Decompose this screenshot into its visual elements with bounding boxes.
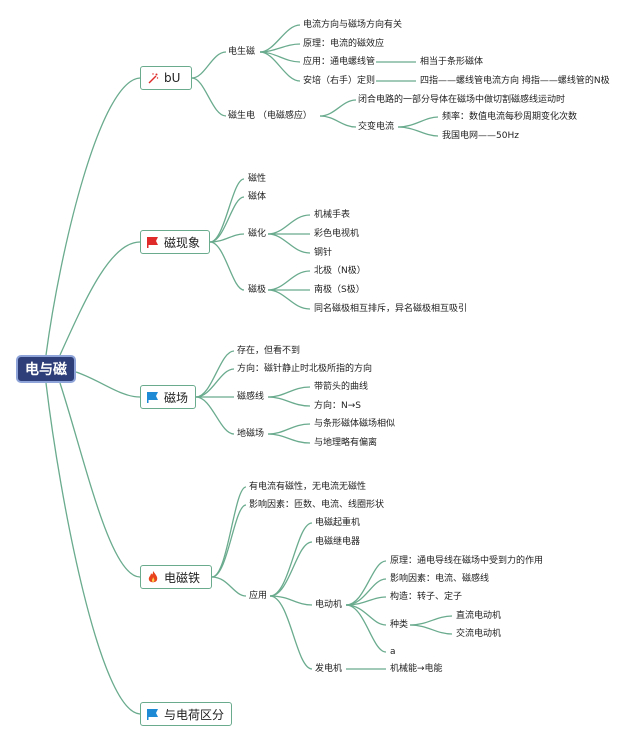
node-energy-conversion[interactable]: 机械能→电能 xyxy=(390,664,443,674)
node-similar-to-bar-magnet[interactable]: 与条形磁体磁场相似 xyxy=(314,419,396,429)
node-influencing-factors[interactable]: 影响因素：匝数、电流、线圈形状 xyxy=(249,500,385,510)
node-electricity-to-magnetism[interactable]: 电生磁 xyxy=(228,47,256,57)
node-current-direction[interactable]: 电流方向与磁场方向有关 xyxy=(303,20,403,30)
branch-node-charge-distinction[interactable]: 与电荷区分 xyxy=(140,702,232,726)
node-line-direction[interactable]: 方向：N→S xyxy=(314,401,361,411)
node-application[interactable]: 应用 xyxy=(249,591,268,601)
node-principle[interactable]: 原理：电流的磁效应 xyxy=(303,39,385,49)
node-frequency[interactable]: 频率：数值电流每秒周期变化次数 xyxy=(442,112,578,122)
node-ampere-rule-detail[interactable]: 四指——螺线管电流方向 拇指——螺线管的N极 xyxy=(420,76,610,86)
node-motor-principle[interactable]: 原理：通电导线在磁场中受到力的作用 xyxy=(390,556,544,566)
node-field-direction[interactable]: 方向：磁针静止时北极所指的方向 xyxy=(237,364,373,374)
node-ac-motor[interactable]: 交流电动机 xyxy=(456,629,502,639)
node-declination[interactable]: 与地理略有偏离 xyxy=(314,438,378,448)
branch-node-magnetic-phenomena[interactable]: 磁现象 xyxy=(140,230,210,254)
node-north-pole[interactable]: 北极（N极） xyxy=(314,266,366,276)
blue-flag-icon xyxy=(147,391,159,403)
node-motor[interactable]: 电动机 xyxy=(315,600,343,610)
branch-node-bu[interactable]: bU xyxy=(140,66,192,90)
node-grid-frequency[interactable]: 我国电网——50Hz xyxy=(442,131,519,141)
node-arrow-curves[interactable]: 带箭头的曲线 xyxy=(314,382,369,392)
root-node[interactable]: 电与磁 xyxy=(16,355,76,383)
node-electromagnetic-crane[interactable]: 电磁起重机 xyxy=(315,518,361,528)
red-flag-icon xyxy=(147,236,159,248)
node-mechanical-watch[interactable]: 机械手表 xyxy=(314,210,351,220)
node-color-tv[interactable]: 彩色电视机 xyxy=(314,229,360,239)
branch-label: 电磁铁 xyxy=(164,570,201,585)
magic-wand-icon xyxy=(147,72,159,84)
branch-label: bU xyxy=(164,71,181,85)
node-solenoid-application[interactable]: 应用：通电螺线管 xyxy=(303,57,376,67)
node-a[interactable]: a xyxy=(390,647,396,657)
node-geomagnetic-field[interactable]: 地磁场 xyxy=(237,429,265,439)
node-electromagnetic-induction[interactable]: 磁生电 （电磁感应） xyxy=(228,111,312,121)
node-bar-magnet-equivalent[interactable]: 相当于条形磁体 xyxy=(420,57,484,67)
node-dc-motor[interactable]: 直流电动机 xyxy=(456,611,502,621)
node-motor-types[interactable]: 种类 xyxy=(390,620,409,630)
branch-node-electromagnet[interactable]: 电磁铁 xyxy=(140,565,212,589)
node-magnetic-pole[interactable]: 磁极 xyxy=(248,285,267,295)
node-current-magnetism[interactable]: 有电流有磁性，无电流无磁性 xyxy=(249,482,367,492)
branch-label: 磁场 xyxy=(164,390,189,405)
node-magnet[interactable]: 磁体 xyxy=(248,192,267,202)
blue-flag-icon xyxy=(147,708,159,720)
node-pole-interaction[interactable]: 同名磁极相互排斥，异名磁极相互吸引 xyxy=(314,304,468,314)
node-alternating-current[interactable]: 交变电流 xyxy=(358,122,395,132)
node-steel-needle[interactable]: 钢针 xyxy=(314,248,333,258)
node-exists-invisible[interactable]: 存在，但看不到 xyxy=(237,346,301,356)
branch-node-magnetic-field[interactable]: 磁场 xyxy=(140,385,196,409)
node-induction-condition[interactable]: 闭合电路的一部分导体在磁场中做切割磁感线运动时 xyxy=(358,95,566,105)
node-magnetism[interactable]: 磁性 xyxy=(248,174,267,184)
node-ampere-rule[interactable]: 安培（右手）定则 xyxy=(303,76,376,86)
branch-label: 与电荷区分 xyxy=(164,707,225,722)
node-south-pole[interactable]: 南极（S极） xyxy=(314,285,365,295)
node-motor-structure[interactable]: 构造：转子、定子 xyxy=(390,592,463,602)
node-magnetization[interactable]: 磁化 xyxy=(248,229,267,239)
node-field-lines[interactable]: 磁感线 xyxy=(237,392,265,402)
node-relay[interactable]: 电磁继电器 xyxy=(315,537,361,547)
node-generator[interactable]: 发电机 xyxy=(315,664,343,674)
node-motor-factors[interactable]: 影响因素：电流、磁感线 xyxy=(390,574,490,584)
branch-label: 磁现象 xyxy=(164,235,201,250)
flame-icon xyxy=(147,571,159,583)
